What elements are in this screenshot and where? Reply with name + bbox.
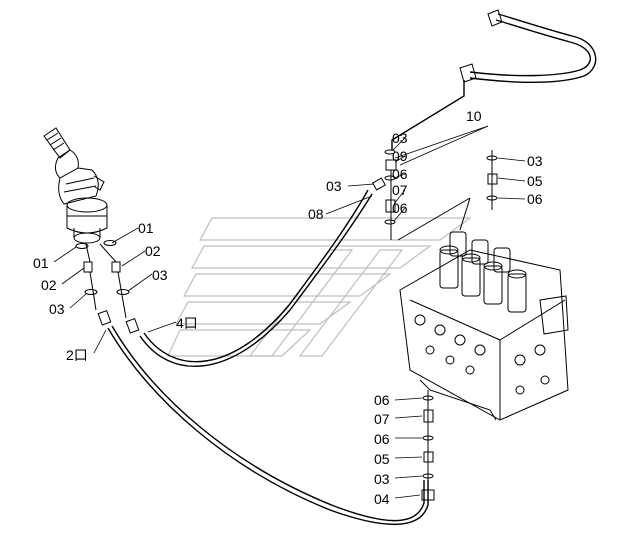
callout-08: 08 — [308, 206, 324, 222]
hose-port-2 — [107, 325, 429, 526]
callout-01-right: 01 — [138, 220, 154, 236]
valve-fitting-stack — [371, 149, 397, 240]
right-fitting-stack — [486, 150, 498, 210]
callout-07-a: 07 — [392, 182, 408, 198]
hose-top-loop — [391, 9, 597, 150]
callout-06-b: 06 — [392, 200, 408, 216]
callout-09: 09 — [392, 148, 408, 164]
callout-06-right: 06 — [527, 191, 543, 207]
callout-01-left: 01 — [33, 255, 49, 271]
hose-port-4 — [139, 189, 373, 367]
callout-07-bot: 07 — [374, 411, 390, 427]
control-valve-block — [397, 197, 569, 421]
callout-03-left: 03 — [326, 178, 342, 194]
callout-10: 10 — [466, 108, 482, 124]
bottom-fitting-stack — [421, 390, 435, 501]
callout-03-mid: 03 — [152, 267, 168, 283]
joystick-assembly — [43, 127, 108, 244]
callout-06-a: 06 — [392, 166, 408, 182]
callout-06-bot1: 06 — [374, 392, 390, 408]
callout-06-bot2: 06 — [374, 431, 390, 447]
callout-05-right: 05 — [527, 173, 543, 189]
callout-05-bot: 05 — [374, 451, 390, 467]
callout-02-right: 02 — [145, 243, 161, 259]
joystick-right-fittings — [99, 240, 140, 334]
callout-port-2: 2口 — [66, 347, 88, 363]
callout-03-bot: 03 — [374, 471, 390, 487]
callout-03-left2: 03 — [49, 301, 65, 317]
callout-labels: 10 03 09 06 07 06 03 08 03 05 06 01 02 0… — [33, 108, 543, 507]
callout-port-4: 4口 — [176, 315, 198, 331]
callout-03-right: 03 — [527, 153, 543, 169]
watermark-logo — [167, 217, 472, 357]
callout-03-top: 03 — [392, 130, 408, 146]
callout-02-left: 02 — [41, 277, 57, 293]
joystick-left-fittings — [75, 243, 112, 326]
leader-lines — [53, 125, 526, 499]
callout-04-bot: 04 — [374, 491, 390, 507]
